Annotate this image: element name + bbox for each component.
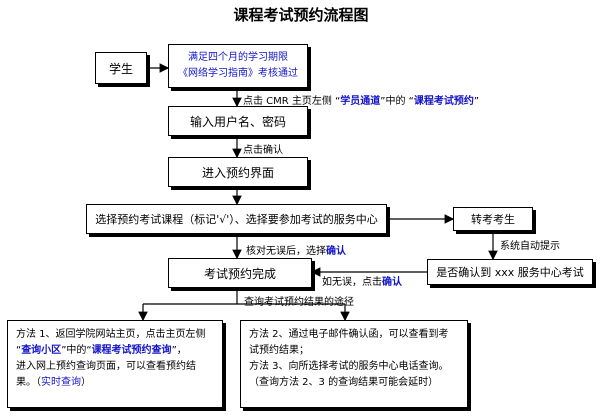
label-click-cmr: 点击 CMR 主页左侧 “学员通道”中的 “课程考试预约” <box>243 92 479 107</box>
method1-line2: “查询小区”中的“课程考试预约查询”， <box>16 343 214 359</box>
method1-realtime: 实时查询 <box>41 377 81 388</box>
method23-line2: 试预约结果； <box>249 345 309 356</box>
node-login: 输入用户名、密码 <box>168 106 308 136</box>
label-click-cmr-part2: ”中的 “ <box>380 96 414 107</box>
label-click-cmr-part3: ” <box>473 96 480 107</box>
node-requirement: 满足四个月的学习期限 《网络学习指南》考核通过 <box>168 44 308 88</box>
node-reserve-ui: 进入预约界面 <box>168 157 308 187</box>
method1-line2-quote2: ”中的“ <box>61 345 92 356</box>
label-click-cmr-exam-reserve: 课程考试预约 <box>413 96 474 107</box>
label-if-ok-confirm: 如无误，点击确认 <box>322 273 402 288</box>
page-title: 课程考试预约流程图 <box>233 6 369 24</box>
label-if-ok-part1: 如无误，点击 <box>322 277 382 288</box>
method1-line2-quote3: ”， <box>171 345 187 356</box>
node-confirm-center-label: 是否确认到 xxx 服务中心考试 <box>436 266 584 279</box>
label-check-confirm-part1: 核对无误后，选择 <box>246 246 326 257</box>
method1-exam-query: 课程考试预约查询 <box>91 345 172 356</box>
method1-line4-part3: ） <box>81 377 91 388</box>
node-method1: 方法 1、返回学院网站主页，点击主页左侧 “查询小区”中的“课程考试预约查询”，… <box>7 320 223 408</box>
node-login-label: 输入用户名、密码 <box>189 114 286 129</box>
node-transfer-label: 转考考生 <box>471 213 515 226</box>
label-if-ok-keyword: 确认 <box>382 277 402 288</box>
method1-line4-part1: 果。（ <box>16 377 41 388</box>
node-confirm-center: 是否确认到 xxx 服务中心考试 <box>427 259 593 285</box>
node-reserve-ui-label: 进入预约界面 <box>201 165 274 180</box>
label-check-confirm: 核对无误后，选择确认 <box>246 242 346 257</box>
method1-line1: 方法 1、返回学院网站主页，点击主页左侧 <box>16 329 206 340</box>
requirement-line1: 满足四个月的学习期限 <box>188 52 288 63</box>
method23-line1: 方法 2、通过电子邮件确认函，可以查看到考 <box>249 329 449 340</box>
method1-line2-quote1: “ <box>16 345 22 356</box>
node-method23: 方法 2、通过电子邮件确认函，可以查看到考 试预约结果； 方法 3、向所选择考试… <box>240 320 468 408</box>
label-system-prompt: 系统自动提示 <box>500 241 560 252</box>
node-select-course: 选择预约考试课程（标记'√'）、选择要参加考试的服务中心 <box>86 204 387 234</box>
node-select-course-label: 选择预约考试课程（标记'√'）、选择要参加考试的服务中心 <box>95 213 378 226</box>
method1-line4: 果。（实时查询） <box>16 375 214 391</box>
node-reserve-done-label: 考试预约完成 <box>203 266 276 281</box>
node-reserve-done: 考试预约完成 <box>168 258 312 288</box>
requirement-line2: 《网络学习指南》考核通过 <box>178 68 298 79</box>
method1-query-area: 查询小区 <box>21 345 62 356</box>
node-transfer: 转考考生 <box>453 207 533 231</box>
method23-line3: 方法 3、向所选择考试的服务中心电话查询。 <box>249 361 449 372</box>
label-click-confirm: 点击确认 <box>243 145 283 156</box>
label-click-cmr-part1: 点击 CMR 主页左侧 “ <box>243 96 341 107</box>
node-student: 学生 <box>95 52 147 84</box>
label-click-cmr-student-channel: 学员通道 <box>340 96 381 107</box>
method23-line4: （查询方法 2、3 的查询结果可能会延时） <box>249 377 439 388</box>
label-check-confirm-keyword: 确认 <box>326 246 346 257</box>
label-query-path: 查询考试预约结果的途径 <box>244 297 354 308</box>
method1-line3: 进入网上预约查询页面，可以查看预约结 <box>16 361 196 372</box>
node-student-label: 学生 <box>108 61 133 76</box>
